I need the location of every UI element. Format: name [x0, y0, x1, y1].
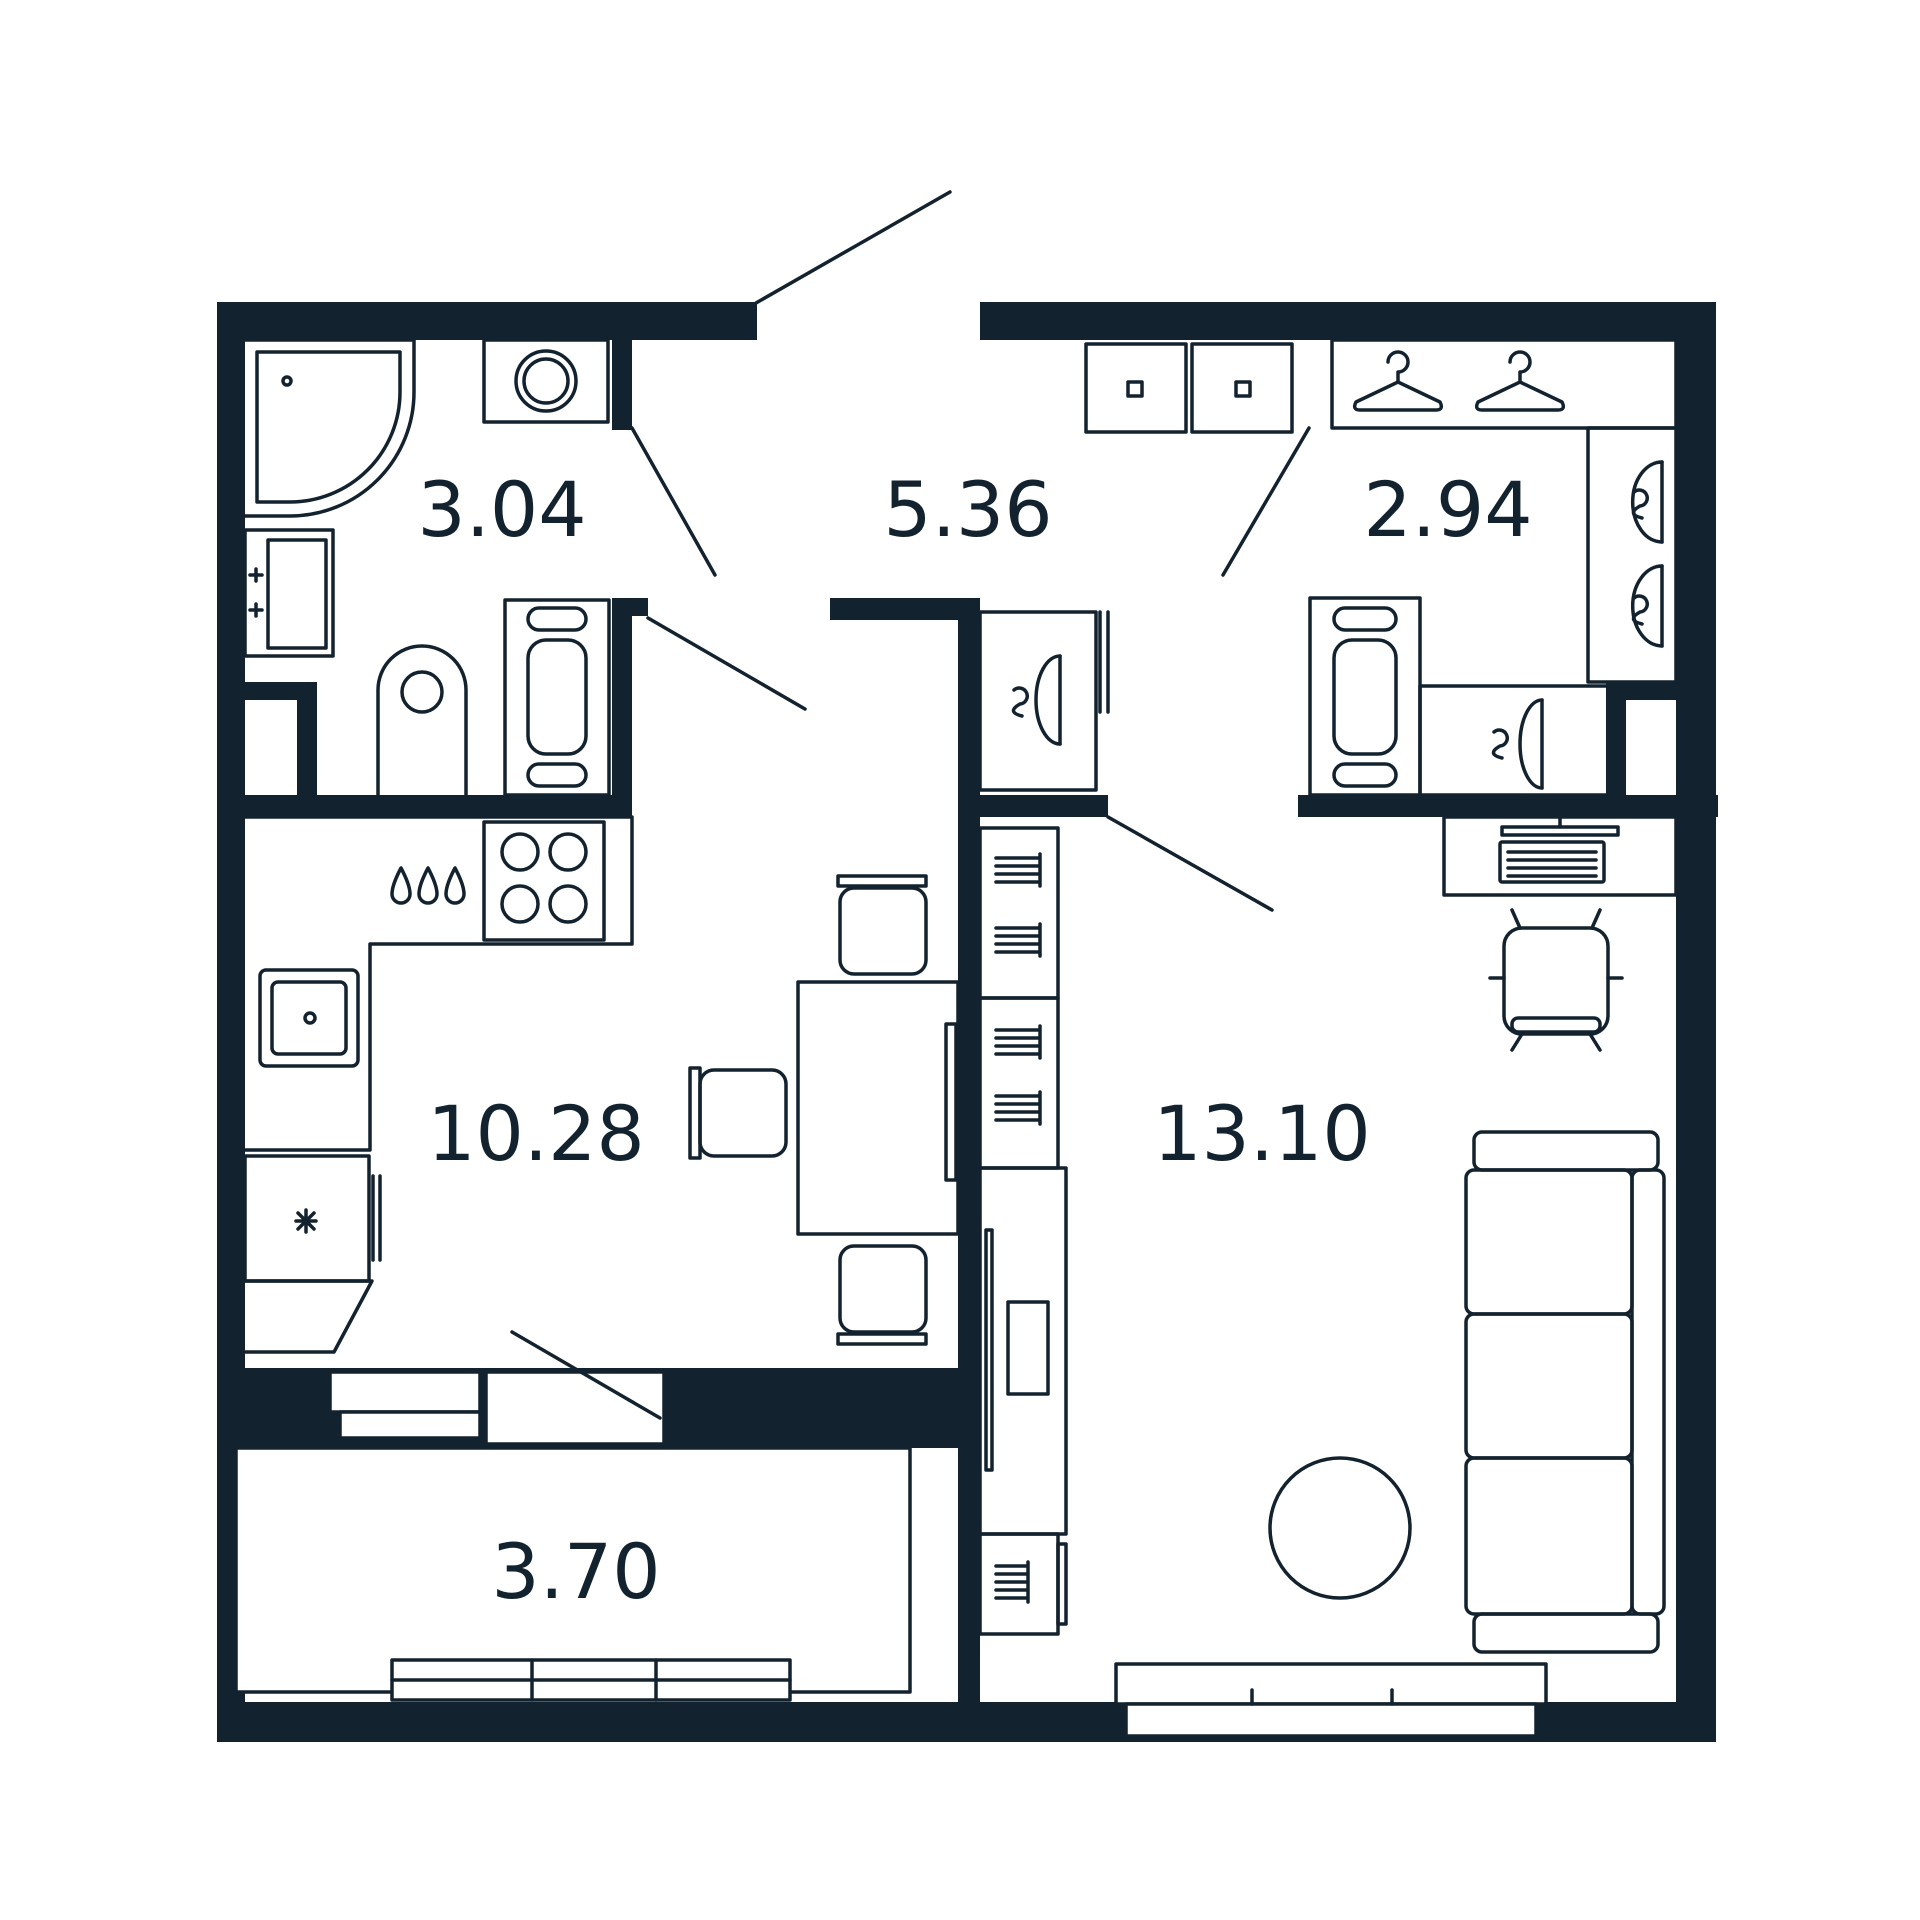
kitchen-counter — [243, 815, 634, 1152]
kitchen-door — [646, 616, 807, 711]
living-window — [1114, 1662, 1548, 1738]
balcony-door-swing — [510, 1330, 662, 1420]
kitchen-window-sill — [338, 1410, 482, 1440]
room-area-wardrobe: 2.94 — [1363, 465, 1532, 554]
chair-icon — [836, 874, 928, 976]
nightstand-icon — [978, 1532, 1068, 1636]
kitchen-sink-icon — [258, 968, 360, 1068]
washbasin-icon — [503, 598, 611, 797]
gas-icon — [390, 866, 466, 905]
washing-machine-icon — [482, 338, 610, 424]
wardrobe-rail — [1330, 338, 1678, 430]
bathroom-door — [630, 426, 717, 577]
entrance-door — [754, 190, 952, 305]
coffee-table-icon — [1268, 1456, 1412, 1600]
dining-table-icon — [796, 980, 960, 1236]
wardrobe-shelf — [1586, 426, 1678, 684]
wardrobe-sink-icon — [1630, 460, 1664, 648]
wardrobe-sink-2-icon — [1418, 684, 1610, 797]
room-area-bathroom: 3.04 — [417, 465, 586, 554]
room-area-kitchen: 10.28 — [427, 1089, 645, 1178]
wardrobe-cabinet-icon — [978, 1166, 1068, 1536]
shower-cabin-icon — [243, 338, 416, 518]
hanger-icon — [1352, 350, 1444, 412]
books-icon — [994, 852, 1042, 1126]
chair-icon — [836, 1244, 928, 1346]
toilet-icon — [376, 644, 468, 797]
room-area-balcony: 3.70 — [491, 1527, 660, 1616]
doors — [630, 190, 1311, 912]
walls — [217, 302, 1718, 1742]
kitchen-window — [328, 1370, 482, 1414]
bookshelf-icon — [978, 826, 1060, 1170]
wardrobe-door — [1221, 426, 1311, 577]
living-door — [1106, 815, 1274, 912]
balcony-door — [484, 1370, 666, 1446]
room-area-hallway: 5.36 — [883, 465, 1052, 554]
room-area-living-room: 13.10 — [1153, 1089, 1371, 1178]
balcony-window — [390, 1658, 792, 1702]
sofa-icon — [1464, 1130, 1666, 1654]
desk-icon — [1442, 815, 1678, 897]
stove-icon — [482, 820, 606, 942]
fridge-icon — [243, 1154, 382, 1283]
hall-sink-icon — [978, 610, 1110, 792]
wardrobe-washbasin-icon — [1308, 596, 1422, 797]
kitchen-corner-cabinet — [243, 1279, 374, 1354]
office-chair-icon — [1488, 908, 1624, 1052]
towel-rail-icon — [243, 528, 335, 658]
balcony-floor — [236, 1448, 910, 1692]
hanger-icon — [1474, 350, 1566, 412]
shoe-cabinet-icon — [1084, 342, 1294, 434]
chair-icon — [688, 1066, 788, 1160]
